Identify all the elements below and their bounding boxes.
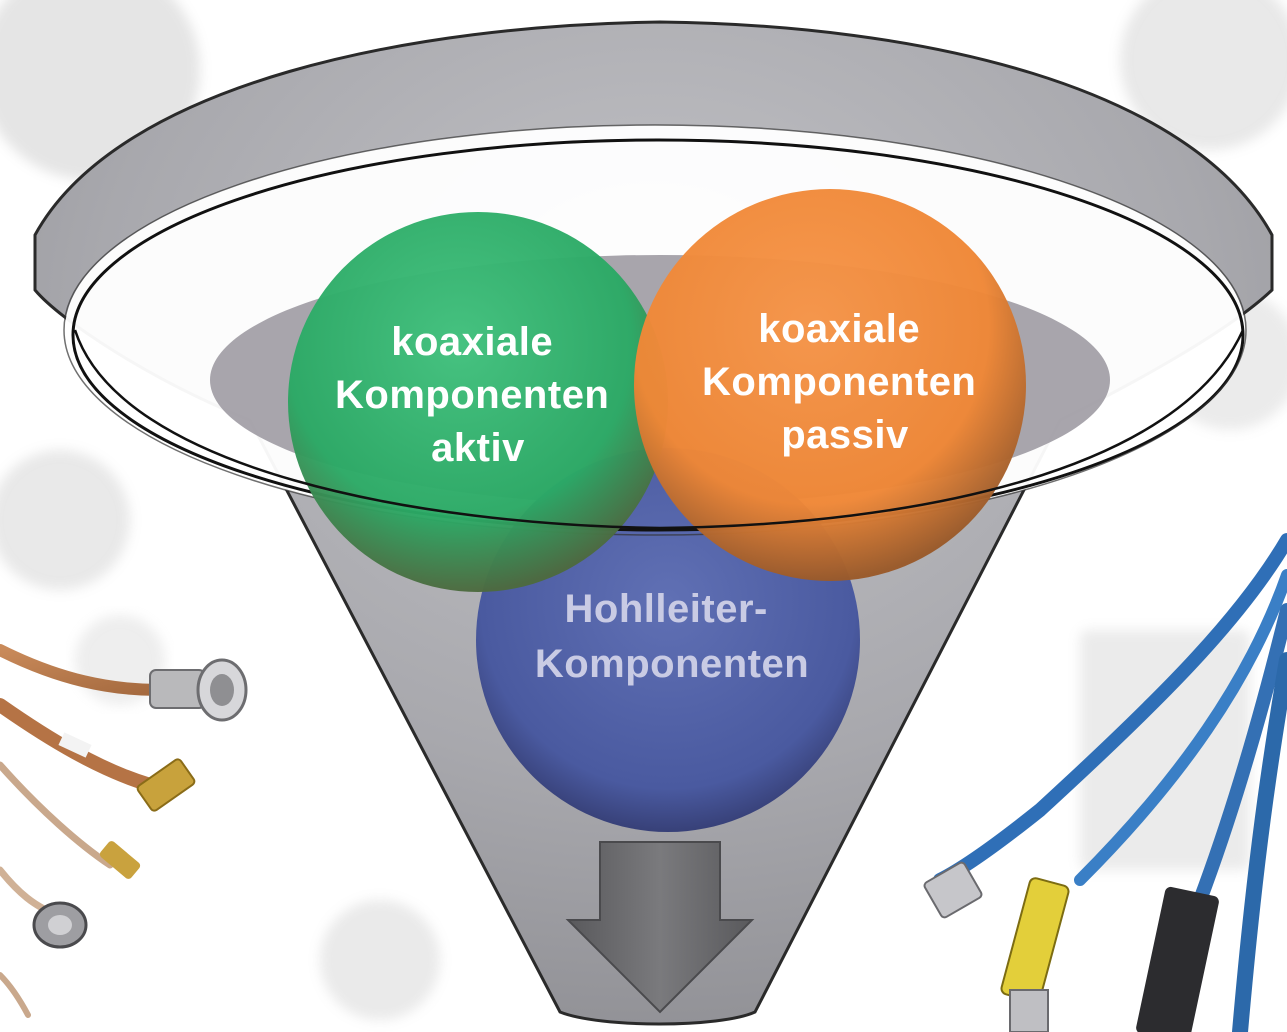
label-passiv-line-1: koaxiale	[758, 307, 920, 351]
label-hohlleiter-line-2: Komponenten	[535, 642, 809, 686]
funnel-rim-front-arc	[73, 329, 1245, 530]
label-aktiv-line-2: Komponenten	[335, 373, 609, 417]
label-aktiv: koaxiale Komponenten aktiv	[335, 320, 621, 470]
circle-koaxiale-komponenten-aktiv	[288, 212, 668, 592]
label-passiv: koaxiale Komponenten passiv	[702, 307, 988, 457]
down-arrow-icon	[565, 841, 755, 1014]
flexible-test-cables-photo	[923, 533, 1287, 1032]
label-aktiv-line-1: koaxiale	[391, 320, 553, 364]
label-hohlleiter: Hohlleiter- Komponenten	[535, 587, 809, 686]
label-passiv-line-3: passiv	[781, 413, 909, 457]
coaxial-cable-assemblies-photo	[0, 644, 248, 1018]
funnel-rim-outline	[71, 138, 1245, 532]
label-aktiv-line-3: aktiv	[431, 426, 525, 470]
label-passiv-line-2: Komponenten	[702, 360, 976, 404]
circle-koaxiale-komponenten-passiv	[634, 189, 1026, 581]
label-hohlleiter-line-1: Hohlleiter-	[565, 587, 768, 631]
